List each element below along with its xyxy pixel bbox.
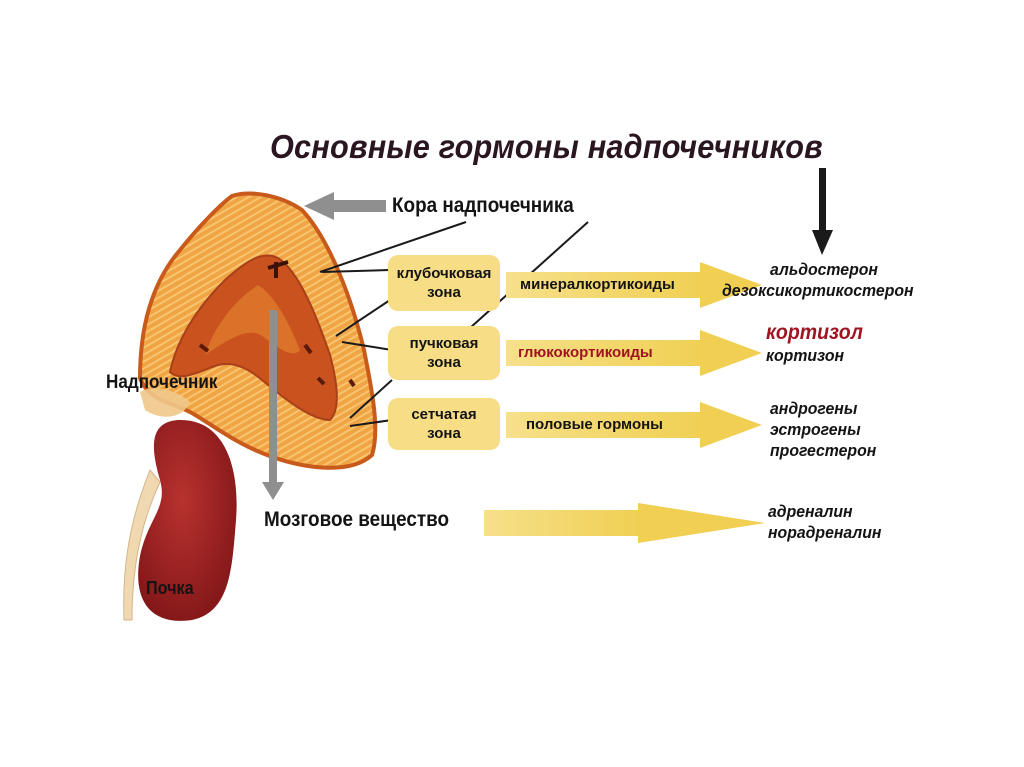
hormone-aldosterone: альдостерон	[770, 260, 878, 279]
hormone-deoxycorticosterone: дезоксикортикостерон	[722, 281, 914, 300]
zone-name-reticularis: сетчатая зона	[392, 405, 496, 443]
hormone-androgens: андрогены	[770, 399, 858, 418]
hormones-glucocorticoids: кортизол кортизон	[766, 322, 870, 366]
hormone-estrogens: эстрогены	[770, 420, 861, 439]
hormones-medulla: адреналин норадреналин	[768, 501, 890, 543]
hormone-cortisone: кортизон	[766, 346, 845, 365]
label-kidney: Почка	[146, 578, 194, 598]
label-medulla: Мозговое вещество	[264, 508, 450, 531]
product-glucocorticoids: глюкокортикоиды	[518, 344, 653, 361]
zone-name-fasciculata: пучковая зона	[392, 334, 496, 372]
hormone-adrenaline: адреналин	[768, 502, 853, 521]
arrow-glucocorticoids	[506, 330, 762, 376]
hormone-progesterone: прогестерон	[770, 441, 877, 460]
zone-fasciculata-line2: зона	[427, 354, 461, 371]
zone-fasciculata-line1: пучковая	[409, 335, 479, 352]
product-sex-hormones: половые гормоны	[526, 416, 663, 433]
hormone-cortisol: кортизол	[766, 321, 863, 344]
product-mineralocorticoids: минералкортикоиды	[520, 276, 675, 293]
zone-box-glomerulosa	[388, 255, 500, 311]
page-title: Основные гормоны надпочечников	[270, 128, 823, 165]
zone-glomerulosa-line1: клубочковая	[396, 265, 492, 282]
ureter-shape	[123, 469, 161, 621]
adrenal-medulla-shape	[168, 254, 338, 422]
zone-reticularis-line2: зона	[427, 425, 461, 442]
arrow-sex-hormones	[506, 402, 762, 448]
zone-glomerulosa-line2: зона	[427, 284, 461, 301]
zone-box-fasciculata	[388, 326, 500, 380]
zone-box-reticularis	[388, 398, 500, 450]
hormone-noradrenaline: норадреналин	[768, 523, 882, 542]
label-adrenal-gland: Надпочечник	[106, 372, 218, 393]
kidney-shape	[138, 419, 237, 621]
arrow-medulla	[484, 503, 765, 543]
zone-reticularis-line1: сетчатая	[411, 406, 477, 423]
zone-name-glomerulosa: клубочковая зона	[392, 264, 496, 302]
label-cortex: Кора надпочечника	[392, 194, 574, 217]
hormones-mineralocorticoids: альдостерон дезоксикортикостерон	[722, 259, 928, 301]
arrow-mineralocorticoids	[506, 262, 762, 308]
hormones-sex: андрогены эстрогены прогестерон	[770, 398, 884, 461]
